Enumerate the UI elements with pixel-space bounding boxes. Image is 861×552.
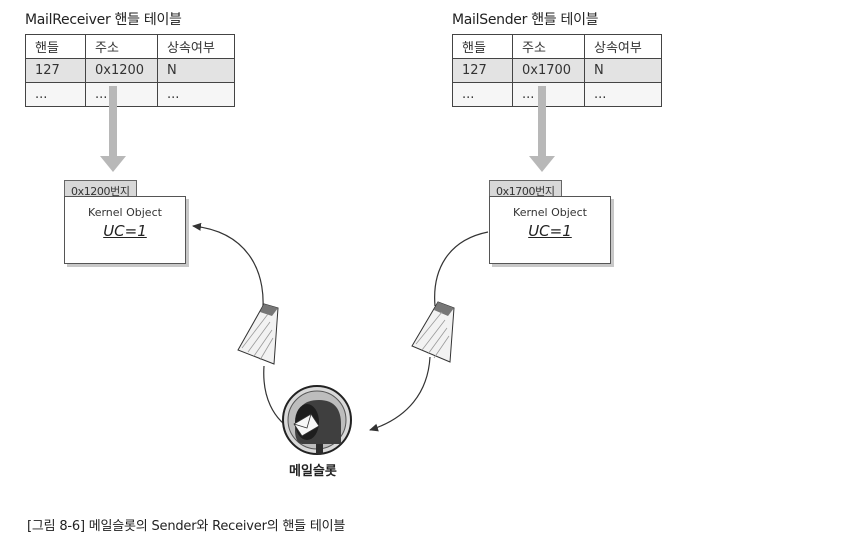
- curved-arrow-icon: [192, 222, 264, 319]
- envelope-icon: [411, 301, 455, 363]
- kernel-object-box: Kernel Object UC=1: [64, 196, 186, 264]
- handle-cell: 127: [452, 58, 513, 83]
- sender-table-title: MailSender 핸들 테이블: [452, 12, 599, 28]
- address-cell: ...: [512, 82, 585, 107]
- down-arrow-icon: [100, 86, 126, 172]
- inherit-cell: N: [584, 58, 662, 83]
- mailbox-icon: [282, 385, 352, 455]
- column-header: 주소: [85, 34, 158, 59]
- receiver-handle-table: 핸들 주소 상속여부 127 0x1200 N ... ... ...: [25, 34, 235, 107]
- kernel-object-name: Kernel Object: [88, 206, 162, 219]
- column-header: 상속여부: [584, 34, 662, 59]
- mailslot-label: 메일슬롯: [289, 464, 337, 479]
- curved-arrow-icon: [369, 356, 431, 432]
- column-header: 핸들: [452, 34, 513, 59]
- envelope-icon: [237, 303, 279, 365]
- address-cell: ...: [85, 82, 158, 107]
- address-tab: 0x1200번지: [64, 180, 137, 198]
- usage-count: UC=1: [528, 222, 572, 240]
- column-header: 주소: [512, 34, 585, 59]
- usage-count: UC=1: [103, 222, 147, 240]
- address-cell: 0x1200: [85, 58, 158, 83]
- handle-cell: ...: [25, 82, 86, 107]
- inherit-cell: ...: [584, 82, 662, 107]
- down-arrow-icon: [529, 86, 555, 172]
- figure-caption: [그림 8-6] 메일슬롯의 Sender와 Receiver의 핸들 테이블: [27, 519, 346, 534]
- address-cell: 0x1700: [512, 58, 585, 83]
- kernel-object-name: Kernel Object: [513, 206, 587, 219]
- column-header: 상속여부: [157, 34, 235, 59]
- curved-arrow-icon: [434, 231, 489, 307]
- receiver-table-title: MailReceiver 핸들 테이블: [25, 12, 182, 28]
- table-row: ... ... ...: [25, 82, 235, 107]
- address-tab: 0x1700번지: [489, 180, 562, 198]
- handle-cell: ...: [452, 82, 513, 107]
- kernel-object-box: Kernel Object UC=1: [489, 196, 611, 264]
- inherit-cell: ...: [157, 82, 235, 107]
- table-row: ... ... ...: [452, 82, 662, 107]
- sender-handle-table: 핸들 주소 상속여부 127 0x1700 N ... ... ...: [452, 34, 662, 107]
- table-row: 127 0x1700 N: [452, 58, 662, 83]
